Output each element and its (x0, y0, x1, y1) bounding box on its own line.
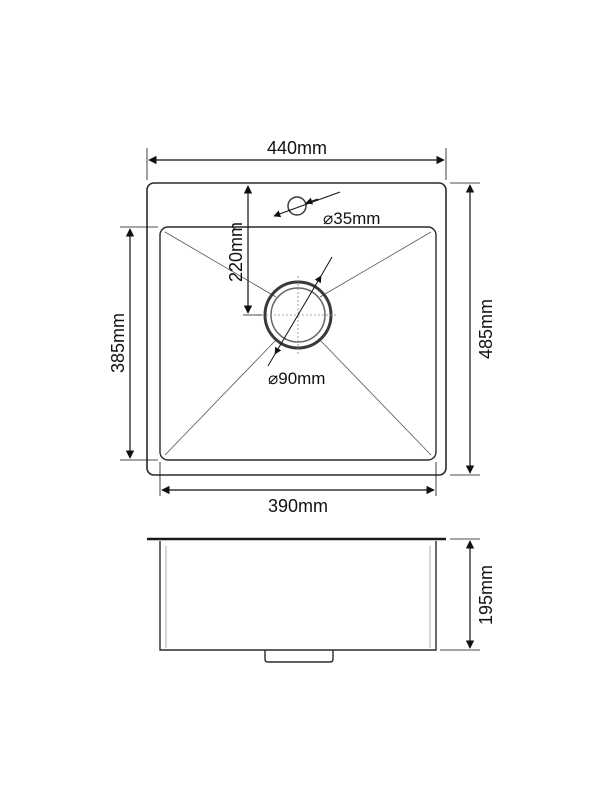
drain-diameter-leader (274, 275, 322, 355)
sink-bowl (159, 226, 437, 461)
side-drain-stub (264, 650, 334, 663)
tap-hole (287, 196, 307, 216)
bowl-depth-label: 385mm (108, 313, 128, 373)
side-bowl-body (159, 541, 437, 651)
drain-offset-label: 220mm (226, 222, 246, 282)
drain-diameter-leader-tail-bottom (267, 353, 276, 367)
drain-diameter-label: ⌀90mm (268, 369, 325, 388)
bowl-width-label: 390mm (268, 496, 328, 516)
overall-depth-label: 485mm (476, 299, 496, 359)
tap-hole-diameter-label: ⌀35mm (323, 209, 380, 228)
side-view: 195mm (147, 537, 496, 663)
side-depth-label: 195mm (476, 565, 496, 625)
top-view: ⌀35mm ⌀90mm 220mm 440mm 485mm 385mm 390m… (108, 138, 496, 516)
bowl-slope-lines (164, 231, 432, 456)
sink-outer-rim (146, 182, 447, 476)
drain-diameter-leader-tail (320, 256, 333, 277)
overall-width-label: 440mm (267, 138, 327, 158)
tap-hole-diameter-leader-tip (305, 197, 319, 205)
